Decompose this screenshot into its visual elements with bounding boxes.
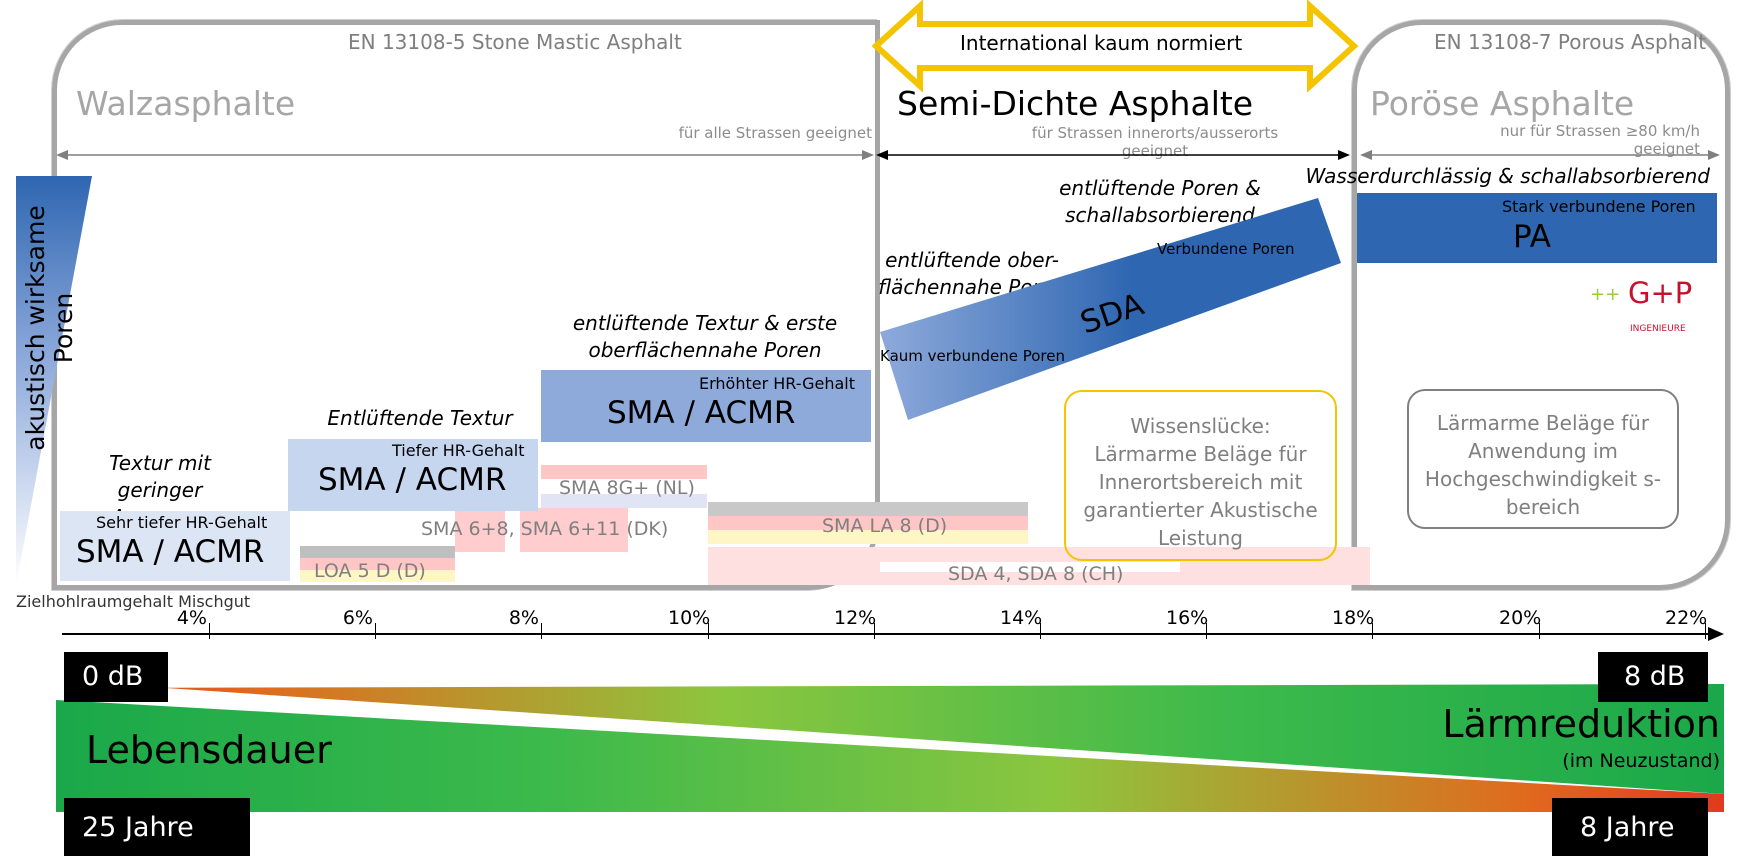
logo-text: G+P (1628, 276, 1693, 310)
life-max-box: 25 Jahre (64, 798, 250, 856)
x-axis-arrowhead (1708, 627, 1724, 641)
band-la-2 (708, 516, 1028, 530)
band-nl-label: SMA 8G+ (NL) (559, 477, 695, 499)
band-dk-label: SMA 6+8, SMA 6+11 (DK) (421, 518, 669, 540)
sma-box-sehr-tief-sub: Sehr tiefer HR-Gehalt (96, 513, 268, 532)
life-label: Lebensdauer (86, 728, 332, 772)
noise-label: Lärmreduktion (1442, 702, 1720, 746)
x-axis-line (62, 633, 1712, 635)
y-axis-wedge (16, 176, 92, 586)
x-tick-label: 10% (668, 607, 711, 629)
sma-box-tief-sub: Tiefer HR-Gehalt (392, 441, 525, 460)
sma-box-sehr-tief-main: SMA / ACMR (76, 534, 265, 570)
y-axis-label: akustisch wirksame Poren (21, 205, 78, 451)
band-loa-1 (300, 546, 455, 558)
sma-box-tief: Tiefer HR-Gehalt SMA / ACMR (288, 439, 538, 511)
band-ch-white (880, 562, 1180, 572)
band-la-3 (708, 530, 1028, 544)
sma-box-sehr-tief: Sehr tiefer HR-Gehalt SMA / ACMR (60, 511, 290, 581)
band-nl-1 (541, 465, 707, 479)
pa-box-main: PA (1513, 219, 1551, 255)
x-tick-label: 22% (1665, 607, 1708, 629)
x-tick-label: 6% (342, 607, 373, 629)
x-tick-label: 20% (1499, 607, 1542, 629)
pa-box: Stark verbundene Poren PA (1357, 193, 1717, 263)
band-la-label: SMA LA 8 (D) (822, 515, 948, 537)
band-loa-label: LOA 5 D (D) (314, 560, 426, 582)
band-loa-2 (300, 558, 455, 570)
band-nl-2 (541, 494, 707, 508)
x-tick (708, 623, 709, 639)
band-dk-2 (520, 508, 628, 552)
caption-wasserdurchlaessig: Wasserdurchlässig & schallabsorbierend (1305, 164, 1710, 188)
life-min-box: 8 Jahre (1552, 798, 1708, 856)
life-min: 8 Jahre (1580, 812, 1675, 843)
logo-prefix: ++ (1590, 284, 1621, 305)
international-label: International kaum normiert (960, 31, 1243, 55)
band-dk-1 (455, 508, 505, 552)
x-tick (1372, 623, 1373, 639)
caption-erste-poren: entlüftende Textur & erste oberflächenna… (572, 311, 838, 362)
semi-title: Semi-Dichte Asphalte (897, 84, 1254, 123)
band-ch-label: SDA 4, SDA 8 (CH) (948, 563, 1124, 585)
x-tick (1040, 623, 1041, 639)
x-tick (874, 623, 875, 639)
x-tick-label: 4% (176, 607, 207, 629)
caption-entlueftende-textur: Entlüftende Textur (327, 406, 513, 430)
x-tick (209, 623, 210, 639)
band-la-1 (708, 502, 1028, 516)
x-tick (375, 623, 376, 639)
walz-scope: für alle Strassen geeignet (678, 124, 872, 142)
poroes-frame (1352, 20, 1730, 590)
noise-min: 0 dB (82, 661, 144, 692)
caption-schallabsorbierend: entlüftende Poren & schallabsorbierend (1059, 176, 1261, 227)
caption-oberflaechennahe: entlüftende ober-flächennahe Poren (878, 248, 1066, 299)
pa-box-sub: Stark verbundene Poren (1502, 197, 1696, 216)
poroes-scope: nur für Strassen ≥80 km/h geeignet (1500, 122, 1700, 158)
knowledge-gap-note: Wissenslücke: Lärmarme Beläge für Innero… (1064, 390, 1337, 561)
x-axis-label: Zielhohlraumgehalt Mischgut (16, 592, 251, 611)
logo-sub: INGENIEURE (1630, 324, 1686, 334)
x-tick (541, 623, 542, 639)
poroes-title: Poröse Asphalte (1370, 84, 1635, 123)
poroes-scope-arrow (1360, 150, 1720, 160)
x-tick-label: 12% (834, 607, 877, 629)
bottom-gradient (56, 684, 1724, 812)
sma-box-erhoeht-main: SMA / ACMR (607, 395, 796, 431)
x-tick (1206, 623, 1207, 639)
logo: ++ G+P INGENIEURE (1590, 276, 1700, 336)
sda-right-label: Verbundene Poren (1157, 240, 1295, 258)
x-tick-label: 18% (1332, 607, 1375, 629)
sda-bar (880, 198, 1341, 420)
walz-title: Walzasphalte (76, 84, 296, 123)
highway-note: Lärmarme Beläge für Anwendung im Hochges… (1407, 389, 1679, 529)
band-loa-3 (300, 570, 455, 582)
sma-box-erhoeht-sub: Erhöhter HR-Gehalt (699, 374, 856, 393)
sma-standard-header: EN 13108-5 Stone Mastic Asphalt (348, 30, 682, 54)
noise-max: 8 dB (1624, 661, 1686, 692)
noise-sub-label: (im Neuzustand) (1562, 750, 1720, 772)
x-tick-label: 8% (508, 607, 539, 629)
sda-left-label: Kaum verbundene Poren (880, 347, 1065, 365)
sma-box-erhoeht: Erhöhter HR-Gehalt SMA / ACMR (541, 370, 871, 442)
x-tick (1539, 623, 1540, 639)
x-tick-label: 16% (1166, 607, 1209, 629)
life-max: 25 Jahre (82, 812, 194, 843)
international-arrow (871, 0, 1359, 92)
walz-scope-arrow (56, 150, 874, 160)
x-tick (1705, 623, 1706, 639)
noise-max-box: 8 dB (1598, 652, 1708, 702)
noise-min-box: 0 dB (64, 652, 168, 702)
x-tick-label: 14% (1000, 607, 1043, 629)
pa-standard-header: EN 13108-7 Porous Asphalt (1434, 30, 1707, 54)
semi-scope-arrow (876, 150, 1350, 160)
sma-box-tief-main: SMA / ACMR (318, 462, 507, 498)
